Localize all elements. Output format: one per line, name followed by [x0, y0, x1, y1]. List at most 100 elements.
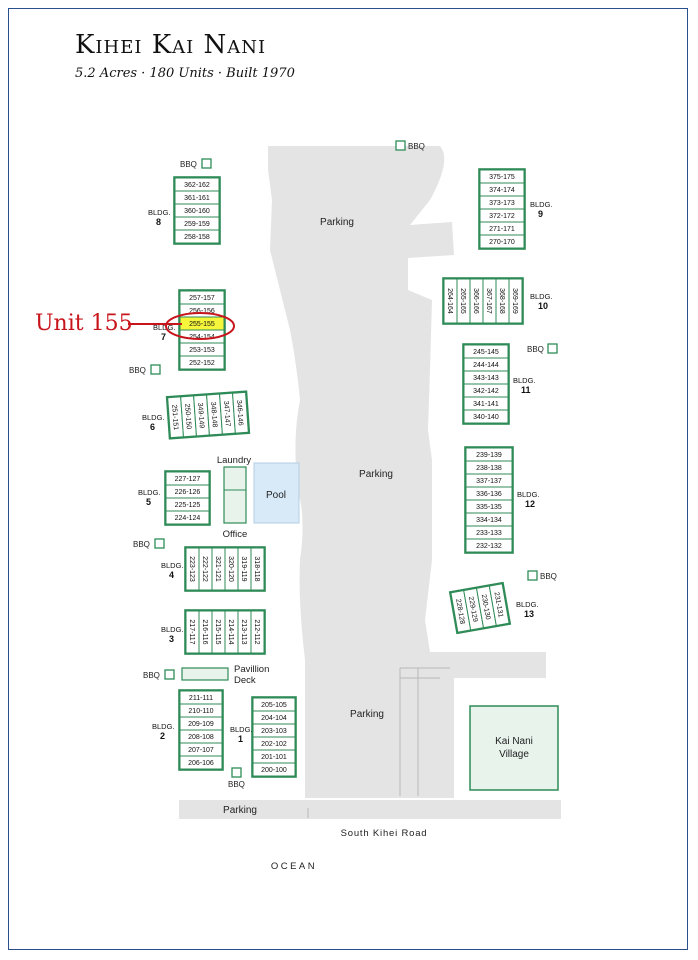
building-number: 1	[238, 734, 243, 744]
unit-label: 200-100	[261, 767, 287, 774]
unit-label: 245-145	[473, 349, 499, 356]
pool	[253, 462, 300, 524]
bbq-marker: BBQ	[527, 343, 558, 354]
parking-lines	[307, 667, 450, 818]
parking-label-low: Parking	[350, 709, 384, 720]
unit-label: 253-153	[189, 347, 215, 354]
map-frame	[8, 8, 688, 950]
unit-label: 254-154	[189, 334, 215, 341]
unit-cell[interactable]	[232, 391, 249, 434]
unit-label: 373-173	[489, 200, 515, 207]
building-12: 239-139238-138337-137336-136335-135334-1…	[464, 446, 514, 554]
bbq-marker: BBQ	[228, 767, 245, 789]
unit-cell[interactable]	[179, 755, 223, 770]
building-label: BLDG.	[230, 725, 253, 734]
building-11: 245-145244-144343-143342-142341-141340-1…	[462, 343, 510, 425]
unit-cell[interactable]	[252, 762, 296, 777]
unit-cell[interactable]	[250, 610, 265, 654]
unit-label: 211-111	[189, 695, 213, 702]
deck-label: Deck	[234, 675, 256, 686]
building-label: BLDG.	[513, 376, 536, 385]
unit-cell[interactable]	[465, 538, 513, 553]
unit-label: 265-165	[459, 288, 466, 314]
svg-text:BBQ: BBQ	[133, 540, 150, 549]
unit-cell[interactable]	[479, 234, 525, 249]
parking-label-mid: Parking	[359, 469, 393, 480]
unit-label: 347-147	[222, 401, 231, 427]
unit-cell[interactable]	[179, 355, 225, 370]
kai-nani-village	[469, 705, 559, 791]
road-label: South Kihei Road	[341, 828, 428, 839]
building-1: 205-105204-104203-103202-102201-101200-1…	[251, 696, 297, 778]
unit-label: 208-108	[188, 734, 214, 741]
main-parking-lot	[268, 146, 546, 798]
svg-text:BBQ: BBQ	[180, 160, 197, 169]
unit-label: 225-125	[175, 502, 201, 509]
unit-cell[interactable]	[463, 409, 509, 424]
unit-label: 202-102	[261, 741, 287, 748]
building-2: 211-111210-110209-109208-108207-107206-1…	[178, 689, 224, 771]
office-label: Office	[223, 529, 248, 540]
unit-label: 374-174	[489, 187, 515, 194]
building-number: 3	[169, 634, 174, 644]
unit-label: 231-131	[493, 592, 504, 619]
unit-label: 369-169	[511, 288, 518, 314]
unit-label: 238-138	[476, 465, 502, 472]
unit-label: 319-119	[240, 556, 247, 581]
unit-label: 226-126	[175, 489, 201, 496]
building-number: 8	[156, 217, 161, 227]
parking-label-bottom: Parking	[223, 805, 257, 816]
unit-label: 349-149	[196, 402, 205, 428]
unit-label: 271-171	[489, 226, 515, 233]
bbq-marker: BBQ	[129, 364, 161, 375]
bbq-marker: BBQ	[143, 669, 175, 680]
unit-label: 321-121	[214, 556, 221, 582]
building-label: BLDG.	[138, 488, 161, 497]
unit-cell[interactable]	[174, 229, 220, 244]
unit-label: 335-135	[476, 504, 502, 511]
village-label-1: Kai Nani	[495, 736, 533, 747]
parking-label-top: Parking	[320, 217, 354, 228]
unit-label: 204-104	[261, 715, 287, 722]
unit-label: 222-122	[201, 556, 208, 582]
laundry-office-building	[223, 466, 247, 524]
unit-label: 368-168	[498, 288, 505, 314]
pavillion-label: Pavillion	[234, 664, 269, 675]
unit-cell[interactable]	[488, 583, 510, 627]
building-label: BLDG.	[530, 292, 553, 301]
svg-text:BBQ: BBQ	[540, 572, 557, 581]
svg-text:BBQ: BBQ	[527, 345, 544, 354]
unit-label: 341-141	[473, 401, 499, 408]
building-number: 12	[525, 499, 535, 509]
buildings-layer: 362-162361-161360-160259-159258-158BLDG.…	[138, 168, 553, 778]
building-number: 10	[538, 301, 548, 311]
unit-label: 346-146	[235, 400, 244, 426]
unit-cell[interactable]	[165, 510, 210, 525]
unit-label: 320-120	[227, 556, 234, 582]
ocean-label: OCEAN	[271, 861, 317, 872]
unit-label: 232-132	[476, 543, 502, 550]
building-number: 5	[146, 497, 151, 507]
svg-text:BBQ: BBQ	[228, 780, 245, 789]
unit-label: 201-101	[261, 754, 287, 761]
unit-label: 233-133	[476, 530, 502, 537]
unit-label: 244-144	[473, 362, 499, 369]
unit-label: 239-139	[476, 452, 502, 459]
unit-label: 205-105	[261, 702, 287, 709]
unit-label: 362-162	[184, 182, 210, 189]
unit-label: 360-160	[184, 208, 210, 215]
building-number: 11	[521, 385, 531, 395]
building-label: BLDG.	[517, 490, 540, 499]
building-number: 9	[538, 209, 543, 219]
building-7: 257-157256-156255-155254-154253-153252-1…	[178, 289, 226, 371]
unit-label: 209-109	[188, 721, 214, 728]
unit-label: 223-123	[188, 556, 195, 582]
unit-cell[interactable]	[250, 547, 265, 591]
unit-label: 257-157	[189, 295, 215, 302]
unit-label: 256-156	[189, 308, 215, 315]
unit-label: 210-110	[188, 708, 213, 715]
unit-cell[interactable]	[508, 278, 523, 324]
